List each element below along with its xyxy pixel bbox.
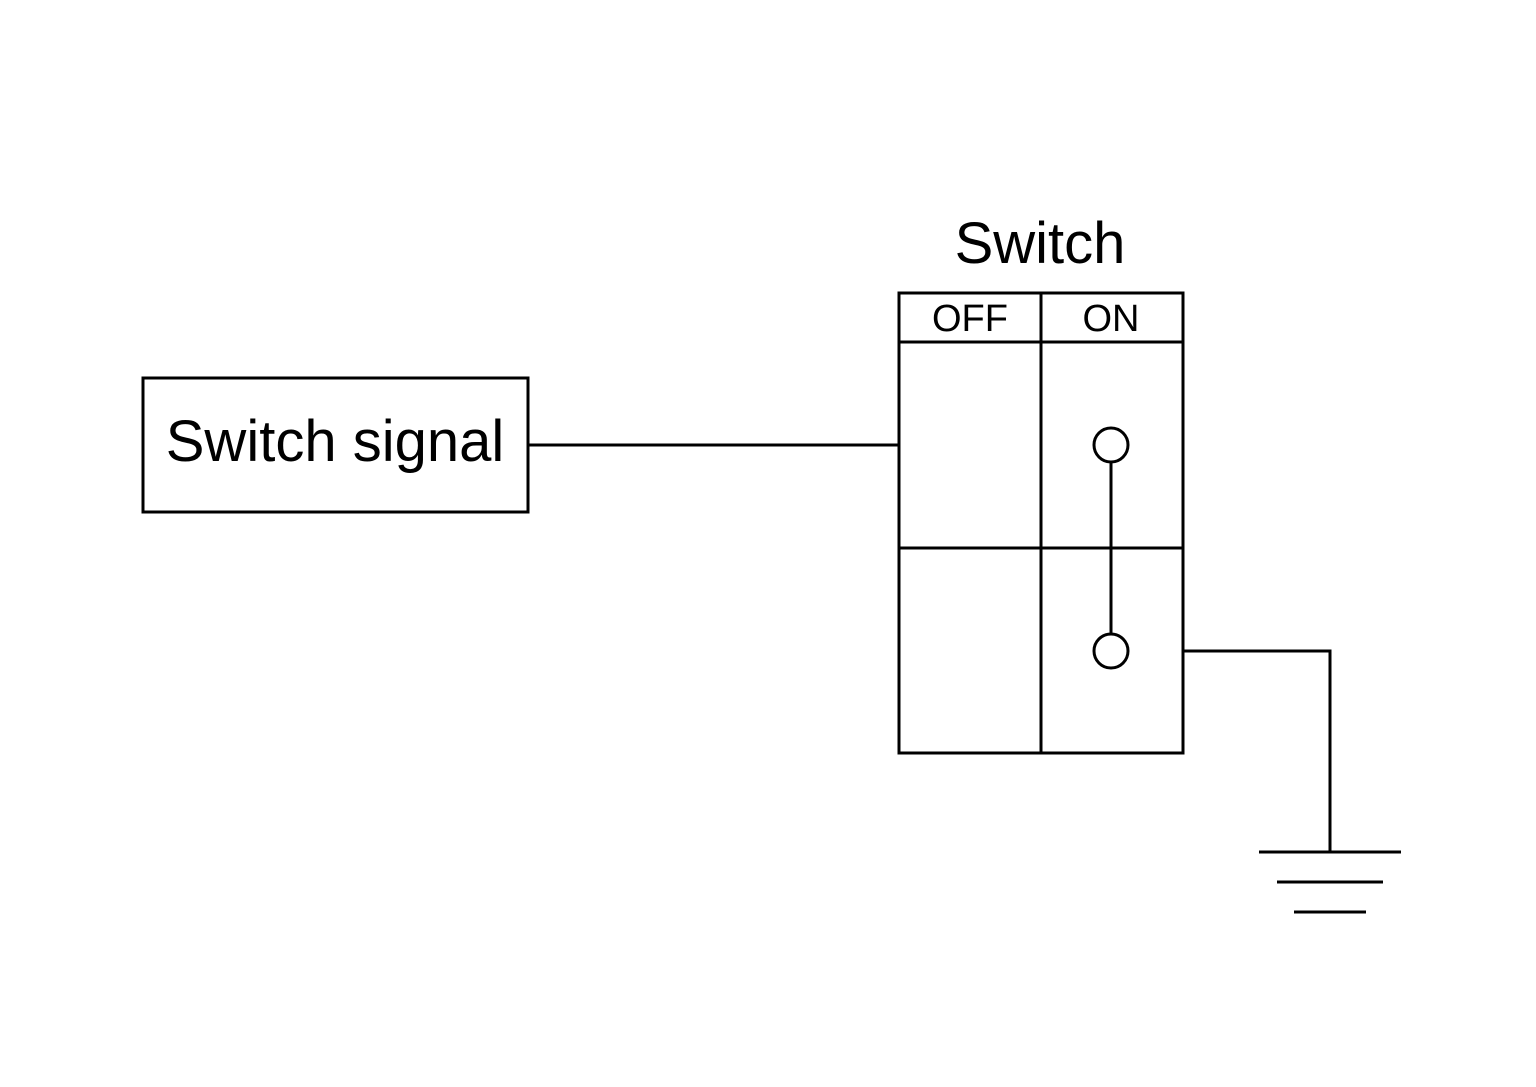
- ground-wire: [1183, 649, 1332, 852]
- switch-title: Switch: [955, 211, 1126, 276]
- switch-column-off-label: OFF: [932, 298, 1008, 340]
- contact-terminal-top: [1092, 426, 1130, 464]
- ground-icon: [1259, 850, 1401, 914]
- switch-signal-block: Switch signal: [141, 376, 530, 514]
- contact-terminal-bottom: [1092, 632, 1130, 670]
- switch-table: OFF ON: [897, 291, 1185, 755]
- switch-signal-label: Switch signal: [166, 409, 504, 474]
- switch-column-on-label: ON: [1083, 298, 1140, 340]
- switch-on-contact: [1092, 426, 1130, 670]
